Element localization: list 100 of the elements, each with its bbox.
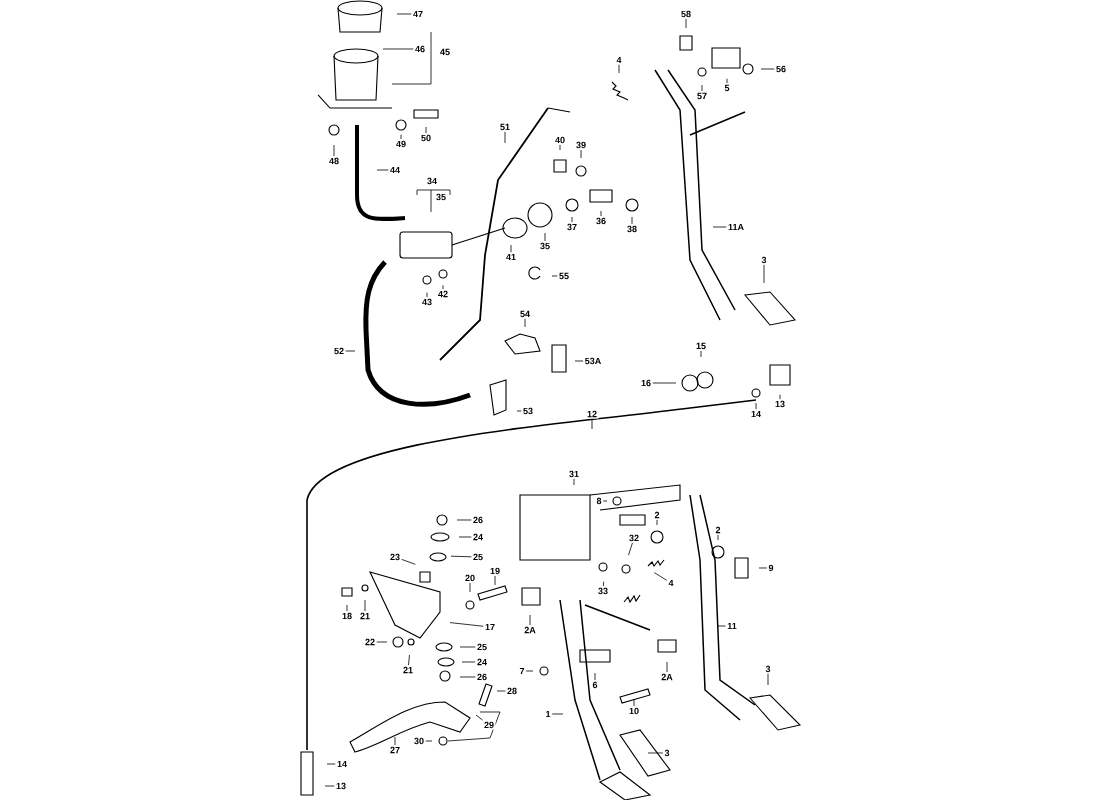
leader-line — [510, 244, 512, 253]
leader-line — [449, 622, 484, 627]
callout-number: 25 — [475, 642, 489, 652]
leader-line — [525, 670, 534, 672]
callout-number: 13 — [773, 399, 787, 409]
leader-line — [628, 542, 633, 556]
callout-number: 19 — [488, 566, 502, 576]
callout-number: 38 — [625, 224, 639, 234]
leader-line — [394, 736, 396, 746]
callout-number: 54 — [518, 309, 532, 319]
leader-line — [461, 661, 476, 663]
callout-number: 47 — [411, 9, 425, 19]
callout-number: 50 — [419, 133, 433, 143]
leader-line — [376, 641, 388, 643]
callout-number: 8 — [595, 496, 603, 506]
callout-number: 2 — [653, 510, 661, 520]
callout-number: 24 — [471, 532, 485, 542]
callout-number: 48 — [327, 156, 341, 166]
callout-number: 45 — [438, 47, 452, 57]
leader-line — [544, 232, 546, 242]
leader-line — [333, 144, 335, 157]
leader-line — [425, 740, 433, 742]
callout-number: 49 — [394, 139, 408, 149]
leader-line — [712, 226, 727, 228]
leader-line — [653, 572, 668, 581]
callout-number: 21 — [358, 611, 372, 621]
leader-line — [573, 478, 575, 486]
leader-line — [758, 567, 768, 569]
leader-line — [442, 284, 444, 290]
leader-line — [726, 78, 728, 84]
callout-number: 23 — [388, 552, 402, 562]
callout-number: 36 — [594, 216, 608, 226]
leader-line — [571, 216, 573, 223]
leader-line — [475, 714, 484, 721]
callout-number: 41 — [504, 252, 518, 262]
leader-line — [574, 360, 584, 362]
leader-line — [516, 410, 522, 412]
callout-number: 14 — [335, 759, 349, 769]
callout-number: 22 — [363, 637, 377, 647]
callout-number: 7 — [518, 666, 526, 676]
callout-number: 20 — [463, 573, 477, 583]
leader-line — [652, 382, 677, 384]
leader-line — [376, 169, 389, 171]
leader-line — [469, 582, 471, 593]
callout-number: 34 — [425, 176, 439, 186]
callout-number: 39 — [574, 140, 588, 150]
callout-number: 15 — [694, 341, 708, 351]
callout-number: 35 — [538, 241, 552, 251]
leader-line — [602, 581, 605, 587]
leader-line — [364, 599, 366, 612]
leader-line — [767, 673, 769, 686]
callout-number: 55 — [557, 271, 571, 281]
callout-number: 13 — [334, 781, 348, 791]
leader-line — [666, 661, 668, 673]
callout-number: 3 — [760, 255, 768, 265]
callout-number: 1 — [544, 709, 552, 719]
callout-number: 37 — [565, 222, 579, 232]
leader-line — [345, 350, 356, 352]
callout-number: 46 — [413, 44, 427, 54]
leader-line — [450, 555, 472, 558]
leader-line — [717, 534, 719, 541]
leader-line — [459, 676, 476, 678]
leader-line — [559, 144, 561, 151]
callout-number: 53A — [583, 356, 603, 366]
leader-line — [600, 210, 602, 217]
leader-line — [529, 614, 531, 626]
leader-line — [685, 18, 687, 29]
callout-number: 2A — [522, 625, 538, 635]
callout-number: 2A — [659, 672, 675, 682]
callout-number: 42 — [436, 289, 450, 299]
leader-line — [594, 672, 596, 681]
callout-number: 11A — [726, 222, 746, 232]
leader-line — [425, 126, 427, 134]
leader-line — [647, 752, 664, 754]
leader-line — [326, 763, 336, 765]
callout-number: 3 — [663, 748, 671, 758]
callout-number: 16 — [639, 378, 653, 388]
callout-number: 51 — [498, 122, 512, 132]
callout-number: 35 — [434, 192, 448, 202]
leader-line — [580, 149, 582, 159]
leader-line — [779, 394, 781, 400]
leader-line — [755, 402, 757, 410]
leader-line — [346, 604, 348, 612]
leader-line — [602, 500, 608, 502]
leader-line — [324, 785, 335, 787]
callout-number: 56 — [774, 64, 788, 74]
callout-number: 40 — [553, 135, 567, 145]
leader-line — [408, 654, 410, 666]
callout-number: 5 — [723, 83, 731, 93]
callout-number: 9 — [767, 563, 775, 573]
callout-number: 30 — [412, 736, 426, 746]
leader-line — [400, 134, 402, 140]
callout-number: 4 — [615, 55, 623, 65]
leader-line — [656, 519, 658, 526]
leader-line — [760, 68, 775, 70]
callout-number: 18 — [340, 611, 354, 621]
leader-line — [618, 64, 620, 74]
callout-number: 3 — [764, 664, 772, 674]
leader-line — [716, 625, 726, 627]
leader-line — [551, 275, 558, 277]
